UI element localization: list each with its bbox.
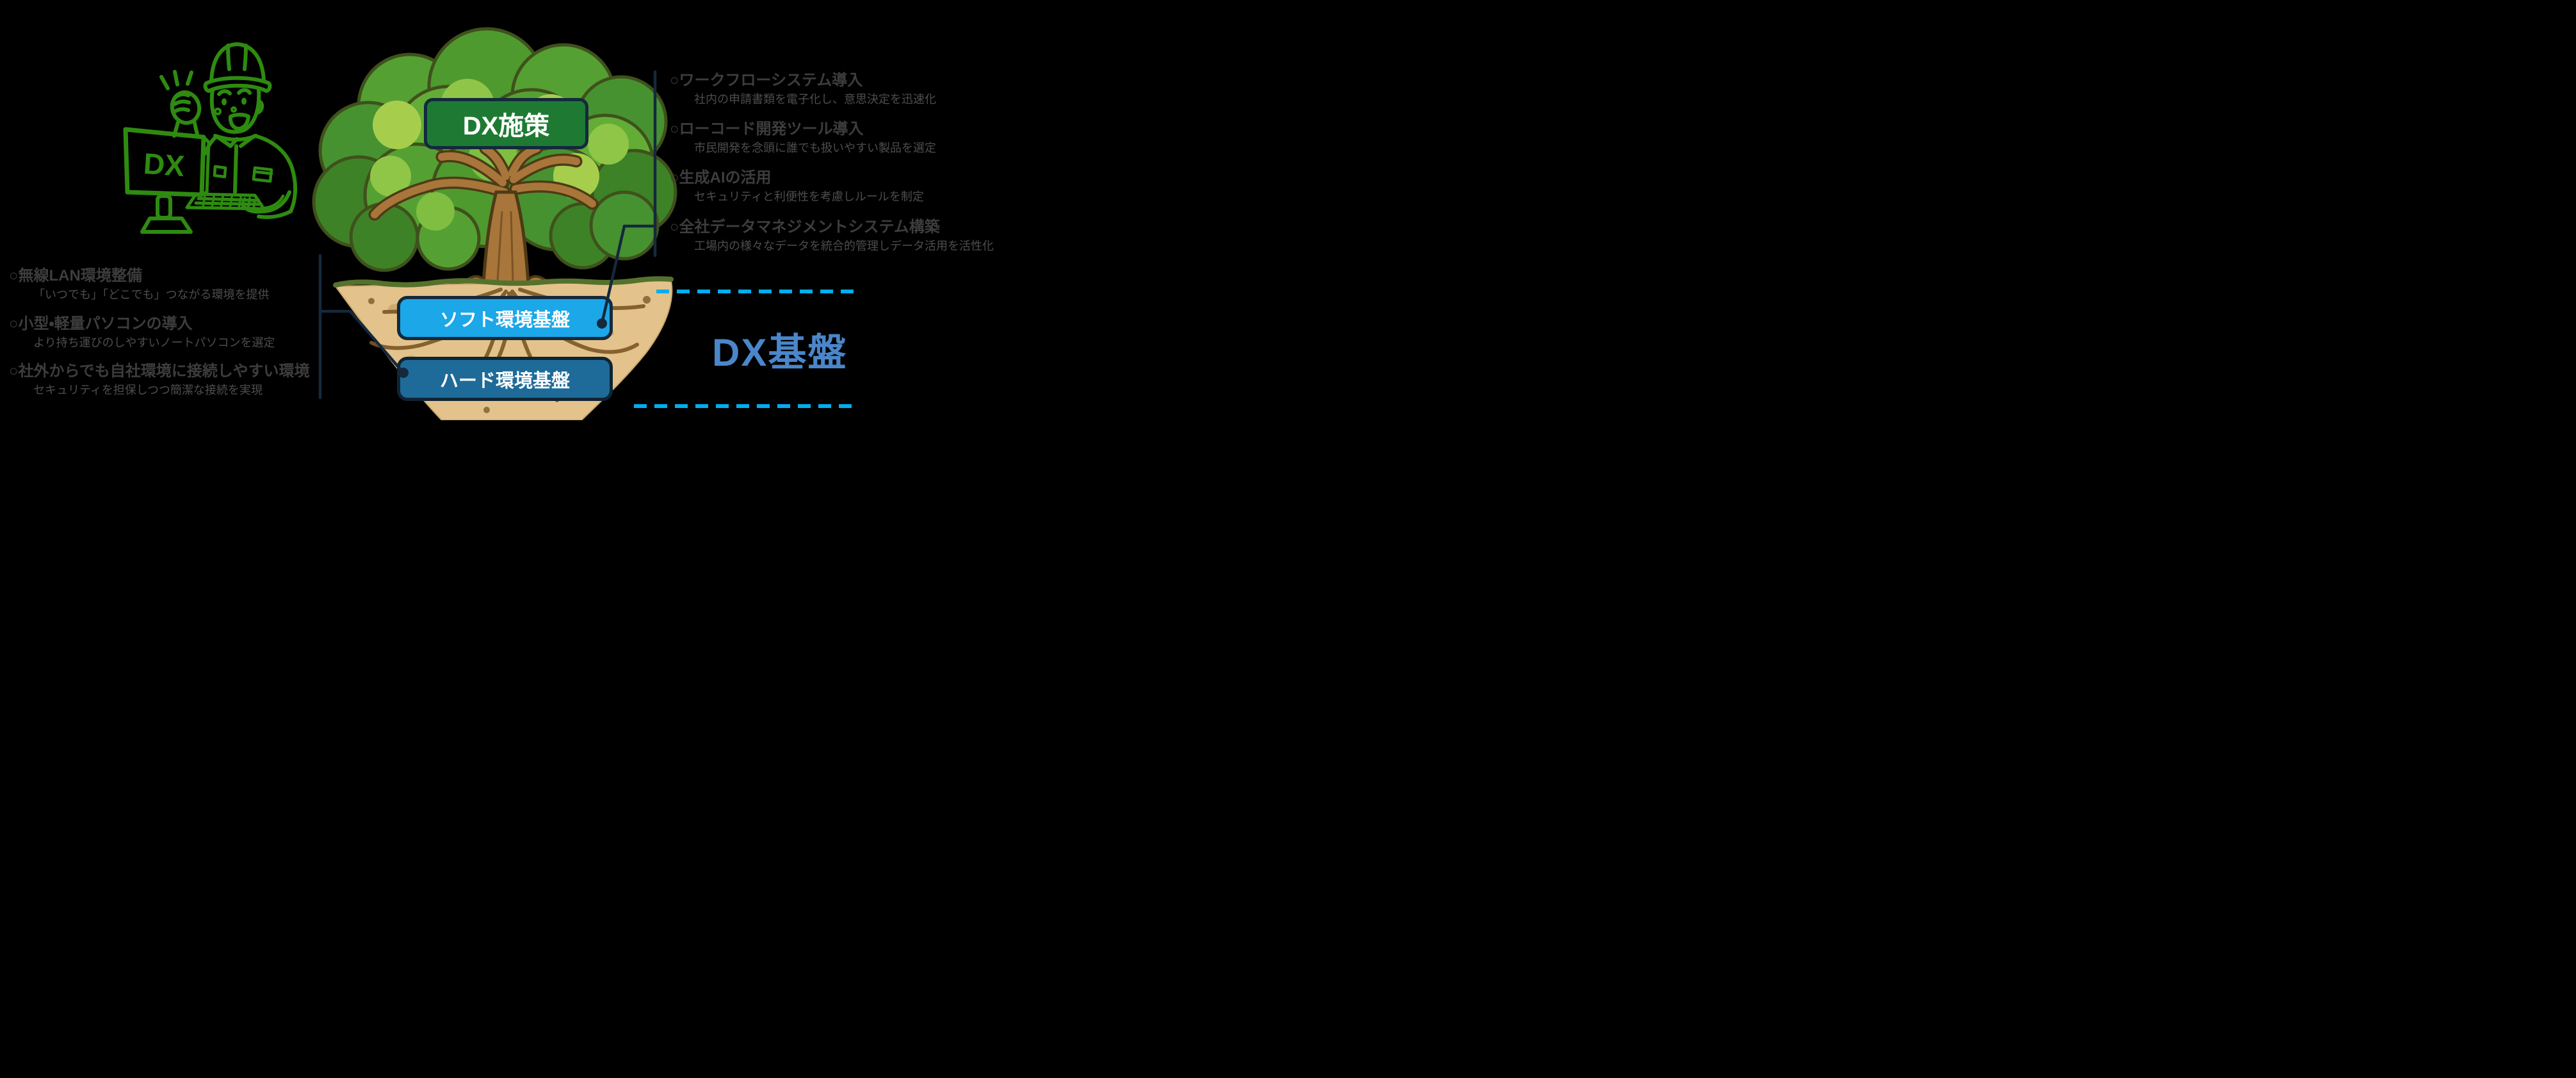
keyboard-icon — [185, 192, 266, 211]
item-title: ○ローコード開発ツール導入 — [670, 120, 864, 138]
soft-foundation-box: ソフト環境基盤 — [397, 296, 613, 340]
item-title: ○無線LAN環境整備 — [9, 267, 142, 284]
dx-policy-box-label: DX施策 — [462, 112, 550, 140]
hard-foundation-box: ハード環境基盤 — [397, 357, 613, 401]
list-item: ○生成AIの活用 セキュリティと利便性を考慮しルールを制定 — [670, 169, 924, 204]
soft-foundation-box-label: ソフト環境基盤 — [439, 309, 570, 331]
list-item: ○全社データマネジメントシステム構築 工場内の様々なデータを統合的管理しデータ活… — [670, 218, 994, 253]
list-item: ○小型・軽量パソコンの導入 より持ち運びのしやすいノートパソコンを選定 — [9, 315, 275, 350]
dx-policy-item-list: ○ワークフローシステム導入 社内の申請書類を電子化し、意思決定を迅速化 ○ローコ… — [670, 72, 1003, 257]
list-item: ○社外からでも自社環境に接続しやすい環境 セキュリティを担保しつつ簡潔な接続を実… — [9, 363, 310, 397]
item-desc: セキュリティと利便性を考慮しルールを制定 — [694, 190, 924, 203]
item-desc: 市民開発を念頭に誰でも扱いやすい製品を選定 — [694, 141, 936, 154]
worker-mascot-icon: DX — [123, 42, 298, 234]
item-desc: 社内の申請書類を電子化し、意思決定を迅速化 — [694, 92, 936, 106]
dx-infographic: DX DX施策 ソフト環境基盤 ハード環境基盤 — [0, 0, 1004, 420]
dx-base-item-list: ○無線LAN環境整備 「いつでも」「どこでも」つながる環境を提供 ○小型・軽量パ… — [9, 267, 342, 414]
item-title: ○社外からでも自社環境に接続しやすい環境 — [9, 363, 310, 380]
item-desc: 工場内の様々なデータを統合的管理しデータ活用を活性化 — [694, 239, 994, 252]
item-title: ○ワークフローシステム導入 — [670, 72, 863, 89]
dx-foundation-label: DX基盤 — [712, 331, 848, 374]
raised-fist-icon — [170, 90, 202, 138]
monitor-icon: DX — [123, 127, 211, 197]
face-icon — [209, 88, 264, 134]
item-desc: より持ち運びのしやすいノートパソコンを選定 — [33, 336, 275, 349]
monitor-stand-icon — [140, 194, 193, 234]
list-item: ○ワークフローシステム導入 社内の申請書類を電子化し、意思決定を迅速化 — [670, 72, 936, 106]
grass-edge — [333, 276, 674, 288]
mascot-monitor-text: DX — [142, 147, 186, 183]
item-title: ○全社データマネジメントシステム構築 — [670, 218, 940, 236]
item-desc: セキュリティを担保しつつ簡潔な接続を実現 — [33, 383, 263, 396]
background-artwork: DX — [123, 27, 677, 420]
hard-foundation-box-label: ハード環境基盤 — [439, 370, 570, 391]
item-title: ○生成AIの活用 — [670, 169, 772, 186]
item-title: ○小型・軽量パソコンの導入 — [9, 315, 193, 332]
motion-lines-icon — [159, 70, 193, 90]
item-desc: 「いつでも」「どこでも」つながる環境を提供 — [33, 288, 270, 301]
helmet-icon — [203, 42, 272, 93]
dx-policy-box: DX施策 — [424, 98, 588, 149]
list-item: ○ローコード開発ツール導入 市民開発を念頭に誰でも扱いやすい製品を選定 — [670, 120, 936, 155]
tree-branches — [368, 142, 599, 221]
list-item: ○無線LAN環境整備 「いつでも」「どこでも」つながる環境を提供 — [9, 267, 269, 302]
